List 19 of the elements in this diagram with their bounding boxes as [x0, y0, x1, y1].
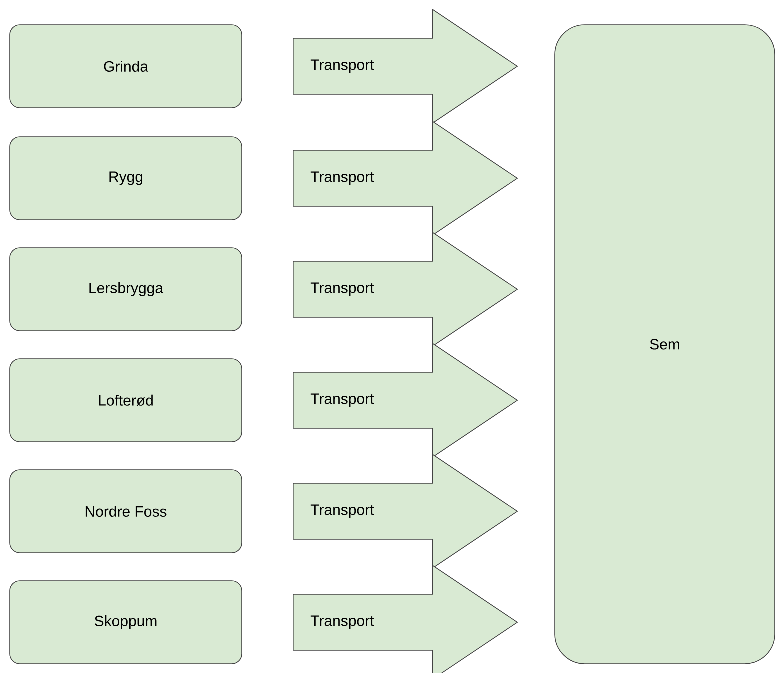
edge-label: Transport — [310, 282, 374, 296]
block-arrow — [293, 454, 518, 570]
destination-box: Sem — [554, 24, 776, 664]
block-arrow — [293, 342, 518, 458]
edge-label: Transport — [310, 504, 374, 518]
edge-label: Transport — [310, 172, 374, 186]
location-box: Lofterød — [10, 358, 242, 442]
block-arrow — [293, 232, 518, 348]
block-arrow — [293, 120, 518, 236]
location-box: Grinda — [10, 24, 242, 108]
location-box: Lersbrygga — [10, 248, 242, 332]
edge-label: Transport — [310, 616, 374, 630]
edge-label: Transport — [310, 60, 374, 74]
block-arrow — [293, 8, 518, 124]
location-box: Skoppum — [10, 580, 242, 664]
location-box: Rygg — [10, 136, 242, 220]
edge-label: Transport — [310, 394, 374, 408]
block-arrow — [293, 564, 518, 673]
location-box: Nordre Foss — [10, 470, 242, 554]
